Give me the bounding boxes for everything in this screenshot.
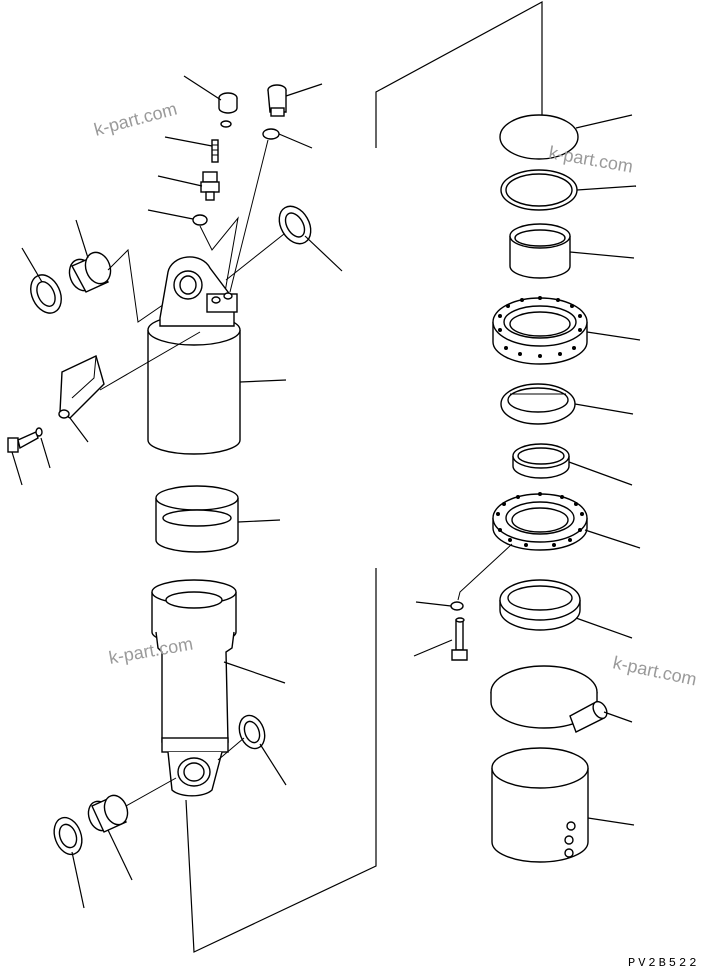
leader-sleeve [569, 251, 635, 259]
part-clamp-band[interactable] [490, 665, 610, 733]
part-cover[interactable] [491, 747, 589, 863]
leader-shim [575, 114, 633, 129]
assembly-line-lower-left [125, 777, 177, 807]
part-bolt-left[interactable] [7, 431, 39, 453]
part-bearing-upper[interactable] [500, 383, 576, 425]
leader-dust-seal-lower-right [259, 743, 287, 786]
leader-grease-fitting [157, 175, 203, 187]
drawing-code: PV2B522 [628, 956, 699, 970]
assembly-bracket-top [375, 0, 543, 148]
leader-bracket [69, 417, 89, 443]
part-washer-right[interactable] [450, 601, 464, 611]
part-grease-fitting[interactable] [200, 171, 220, 201]
part-dust-seal-left[interactable] [25, 270, 67, 318]
leader-clamp-band [603, 711, 633, 723]
leader-race [568, 461, 633, 486]
leader-washer-left [40, 437, 51, 469]
leader-piston-rod [223, 661, 286, 684]
part-dust-seal-lower-right[interactable] [235, 712, 269, 752]
watermark-4: k-part.com [611, 652, 698, 689]
part-dust-seal-right[interactable] [273, 201, 317, 250]
leader-bolt-left [11, 451, 23, 486]
part-cap[interactable] [218, 92, 238, 114]
leader-plug-oring [278, 133, 313, 149]
part-bushing-left-upper[interactable] [65, 249, 114, 294]
part-dust-seal-lower-left[interactable] [49, 814, 86, 859]
leader-bearing-upper [574, 403, 634, 415]
bearing-housing-bolt-holes [498, 296, 582, 358]
part-piston-ring[interactable] [155, 485, 239, 553]
leader-bushing-left-lower [107, 829, 133, 881]
part-washer-left[interactable] [35, 427, 43, 437]
leader-washer-right [415, 601, 452, 607]
leader-flange [584, 529, 641, 549]
assembly-line-fitting [199, 216, 239, 293]
part-shim[interactable] [499, 114, 579, 160]
assembly-line-lower-right [217, 737, 245, 761]
leader-dust-seal-right [304, 235, 343, 272]
part-bushing-left-lower[interactable] [85, 792, 132, 834]
part-cylinder-bottom[interactable] [147, 256, 241, 455]
leader-bearing-lower [575, 617, 633, 639]
assembly-line-left-pin [107, 248, 171, 323]
leader-bearing-housing [586, 331, 641, 341]
leader-cover [587, 817, 635, 826]
leader-dust-seal-lower-left [71, 851, 85, 909]
part-plug-oring[interactable] [262, 128, 280, 140]
part-plug[interactable] [267, 84, 287, 117]
leader-valve-spring [164, 136, 213, 147]
part-bracket[interactable] [58, 355, 105, 419]
part-small-washer[interactable] [220, 120, 232, 128]
part-piston-rod[interactable] [151, 579, 237, 797]
assembly-line-bracket [99, 331, 201, 391]
assembly-line-plug [229, 139, 269, 293]
part-bearing-housing[interactable] [492, 297, 588, 365]
flange-bolt-holes [496, 492, 584, 547]
leader-cap [183, 75, 222, 101]
leader-plug [285, 83, 323, 97]
part-flange[interactable] [492, 493, 588, 551]
leader-small-oring [147, 209, 194, 220]
part-small-oring[interactable] [192, 214, 208, 226]
leader-oring-large [576, 185, 637, 191]
assembly-line-flange-bolts [457, 543, 513, 601]
leader-piston-ring [237, 519, 281, 523]
watermark-2: k-part.com [547, 142, 634, 176]
assembly-line-dust-seal-right [225, 233, 285, 281]
part-valve-spring[interactable] [211, 139, 219, 163]
part-bolt-right[interactable] [451, 617, 468, 661]
part-race[interactable] [512, 443, 570, 479]
leader-dust-seal-left [21, 247, 43, 283]
part-oring-large[interactable] [500, 169, 578, 211]
assembly-bracket-bottom [185, 568, 377, 953]
leader-cylinder-bottom [239, 379, 287, 383]
leader-bushing-left-upper [75, 219, 89, 259]
leader-bolt-right [413, 639, 453, 657]
watermark-1: k-part.com [92, 99, 179, 140]
part-sleeve[interactable] [509, 223, 571, 279]
part-bearing-lower[interactable] [499, 579, 581, 631]
